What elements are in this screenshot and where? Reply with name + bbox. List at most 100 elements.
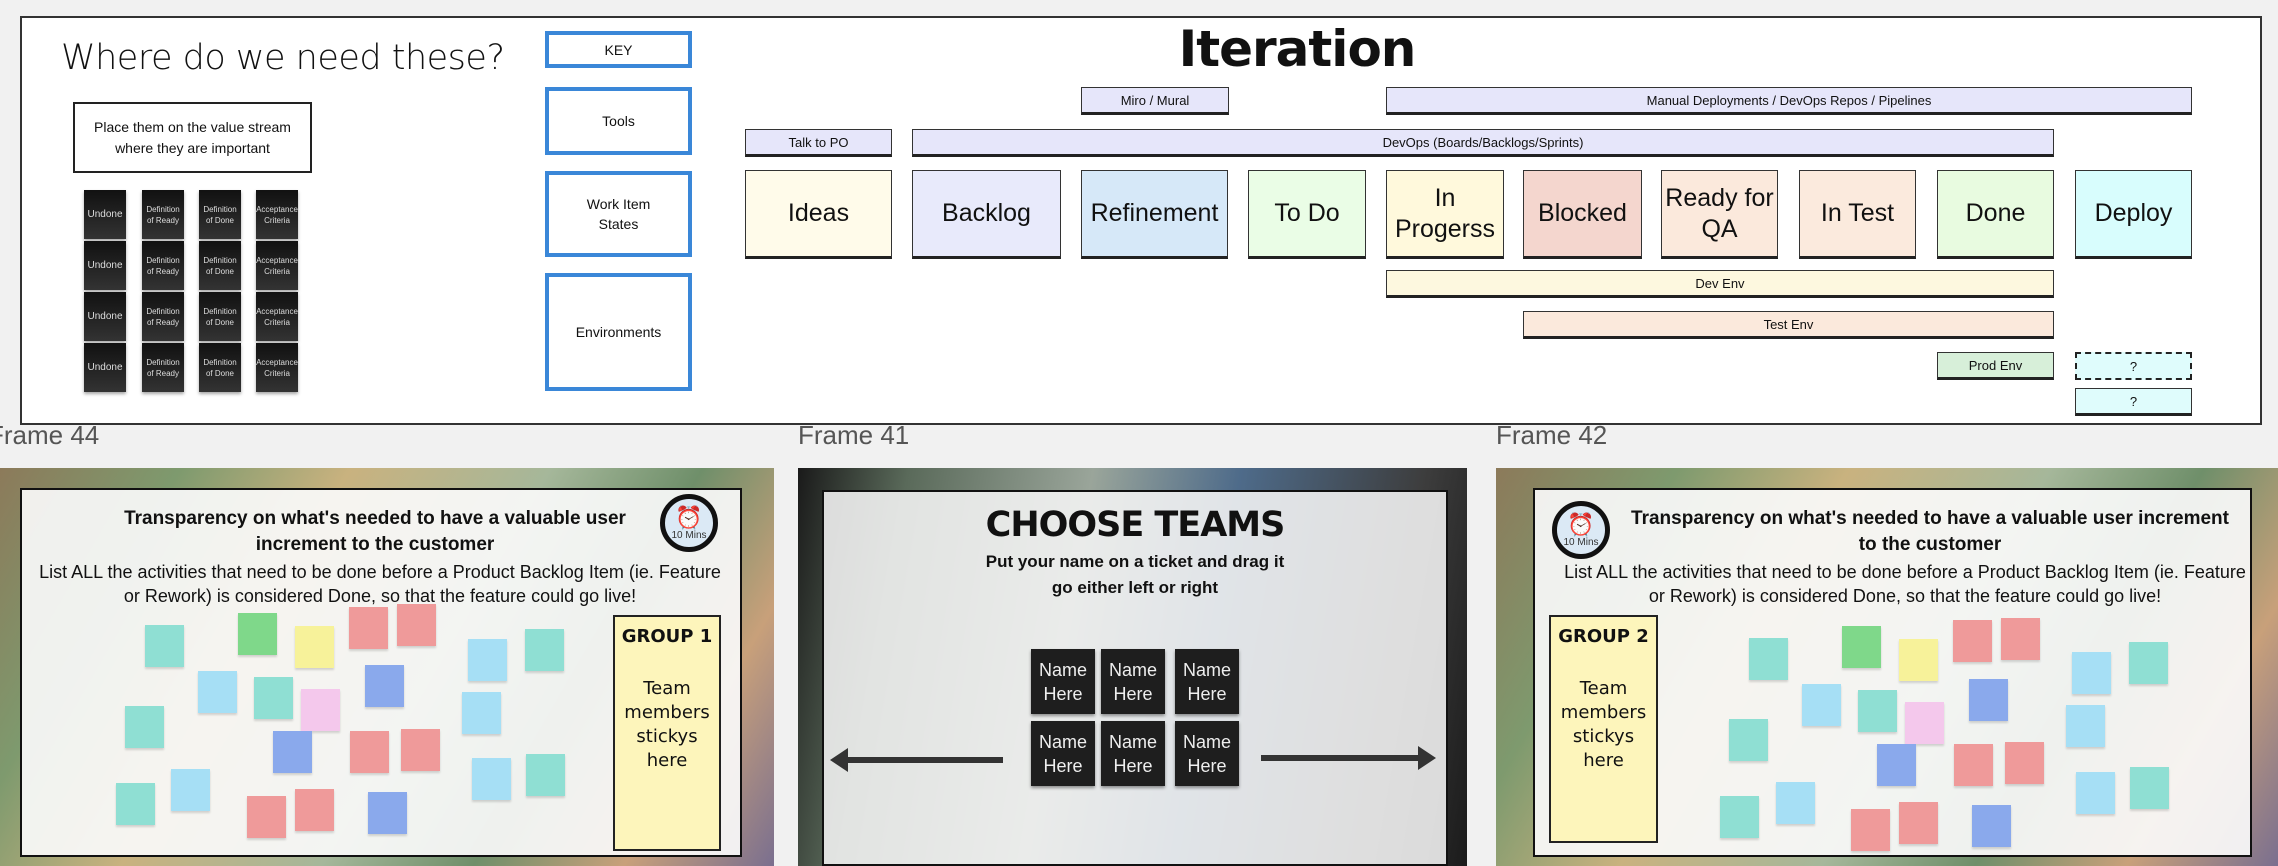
black-sticky[interactable]: Definition of Ready [142,343,184,392]
group-1-box[interactable]: GROUP 1 Team members stickys here [613,615,721,851]
black-sticky[interactable]: Undone [84,241,126,290]
state-ideas[interactable]: Ideas [745,170,892,259]
blue-sticky-note[interactable] [1969,679,2008,721]
teal-sticky-note[interactable] [2129,642,2168,684]
black-sticky[interactable]: Acceptance Criteria [256,241,298,290]
frame-42-label[interactable]: Frame 42 [1496,420,1608,450]
lightblue-sticky-note[interactable] [2076,772,2115,814]
red-sticky-note[interactable] [2001,618,2040,660]
teal-sticky-note[interactable] [145,625,184,667]
blue-sticky-note[interactable] [368,792,407,834]
frame-41-label[interactable]: Frame 41 [798,420,910,450]
lightblue-sticky-note[interactable] [198,671,237,713]
name-ticket[interactable]: Name Here [1175,649,1239,714]
red-sticky-note[interactable] [1954,744,1993,786]
state-done[interactable]: Done [1937,170,2054,259]
pink-sticky-note[interactable] [1905,702,1944,744]
frame-44-label[interactable]: Frame 44 [0,420,100,450]
instruction-box[interactable]: Place them on the value stream where the… [73,102,312,173]
name-ticket[interactable]: Name Here [1101,649,1165,714]
blue-sticky-note[interactable] [1877,744,1916,786]
black-sticky[interactable]: Definition of Done [199,241,241,290]
red-sticky-note[interactable] [349,607,388,649]
state-ready-for-qa[interactable]: Ready for QA [1661,170,1778,259]
black-sticky[interactable]: Definition of Done [199,292,241,341]
env-unknown[interactable]: ? [2075,388,2192,416]
left-arrowhead-icon [830,748,848,772]
teal-sticky-note[interactable] [1858,690,1897,732]
teal-sticky-note[interactable] [116,783,155,825]
black-sticky[interactable]: Undone [84,343,126,392]
key-environments[interactable]: Environments [545,273,692,391]
teal-sticky-note[interactable] [1720,796,1759,838]
state-deploy[interactable]: Deploy [2075,170,2192,259]
key-tools[interactable]: Tools [545,87,692,155]
env-prod[interactable]: Prod Env [1937,352,2054,380]
state-to-do[interactable]: To Do [1248,170,1366,259]
group-label: GROUP 1 [621,626,713,647]
red-sticky-note[interactable] [247,796,286,838]
group-text: Team members stickys here [624,678,710,771]
teal-sticky-note[interactable] [125,706,164,748]
tool-devops-boards[interactable]: DevOps (Boards/Backlogs/Sprints) [912,129,2054,157]
blue-sticky-note[interactable] [273,731,312,773]
red-sticky-note[interactable] [1899,802,1938,844]
black-sticky[interactable]: Definition of Ready [142,190,184,239]
red-sticky-note[interactable] [1851,809,1890,851]
teal-sticky-note[interactable] [1729,719,1768,761]
pink-sticky-note[interactable] [301,689,340,731]
state-backlog[interactable]: Backlog [912,170,1061,259]
env-test[interactable]: Test Env [1523,311,2054,339]
name-ticket[interactable]: Name Here [1101,721,1165,786]
name-ticket[interactable]: Name Here [1031,649,1095,714]
red-sticky-note[interactable] [295,789,334,831]
env-unknown-dashed[interactable]: ? [2075,352,2192,380]
black-sticky[interactable]: Definition of Ready [142,241,184,290]
state-refinement[interactable]: Refinement [1081,170,1228,259]
env-dev[interactable]: Dev Env [1386,270,2054,298]
state-in-progerss[interactable]: In Progerss [1386,170,1504,259]
tool-manual-deployments[interactable]: Manual Deployments / DevOps Repos / Pipe… [1386,87,2192,115]
lightblue-sticky-note[interactable] [171,769,210,811]
teal-sticky-note[interactable] [254,677,293,719]
key-box[interactable]: KEY [545,31,692,68]
red-sticky-note[interactable] [397,604,436,646]
tool-talk-to-po[interactable]: Talk to PO [745,129,892,157]
lightblue-sticky-note[interactable] [468,639,507,681]
red-sticky-note[interactable] [401,729,440,771]
state-in-test[interactable]: In Test [1799,170,1916,259]
red-sticky-note[interactable] [350,731,389,773]
lightblue-sticky-note[interactable] [1802,684,1841,726]
lightblue-sticky-note[interactable] [2072,652,2111,694]
lightblue-sticky-note[interactable] [2066,705,2105,747]
name-ticket[interactable]: Name Here [1175,721,1239,786]
black-sticky[interactable]: Acceptance Criteria [256,190,298,239]
teal-sticky-note[interactable] [525,629,564,671]
key-work-item-states[interactable]: Work Item States [545,171,692,257]
name-ticket[interactable]: Name Here [1031,721,1095,786]
yellow-sticky-note[interactable] [295,626,334,668]
black-sticky[interactable]: Definition of Done [199,343,241,392]
red-sticky-note[interactable] [2005,742,2044,784]
lightblue-sticky-note[interactable] [472,758,511,800]
teal-sticky-note[interactable] [2130,767,2169,809]
lightblue-sticky-note[interactable] [1776,782,1815,824]
black-sticky[interactable]: Definition of Done [199,190,241,239]
green-sticky-note[interactable] [238,613,277,655]
black-sticky[interactable]: Acceptance Criteria [256,292,298,341]
yellow-sticky-note[interactable] [1899,639,1938,681]
lightblue-sticky-note[interactable] [462,692,501,734]
black-sticky[interactable]: Acceptance Criteria [256,343,298,392]
black-sticky[interactable]: Definition of Ready [142,292,184,341]
state-blocked[interactable]: Blocked [1523,170,1642,259]
tool-miro-mural[interactable]: Miro / Mural [1081,87,1229,115]
red-sticky-note[interactable] [1953,620,1992,662]
blue-sticky-note[interactable] [1972,805,2011,847]
green-sticky-note[interactable] [1842,626,1881,668]
teal-sticky-note[interactable] [1749,638,1788,680]
black-sticky[interactable]: Undone [84,190,126,239]
teal-sticky-note[interactable] [526,754,565,796]
black-sticky[interactable]: Undone [84,292,126,341]
blue-sticky-note[interactable] [365,665,404,707]
